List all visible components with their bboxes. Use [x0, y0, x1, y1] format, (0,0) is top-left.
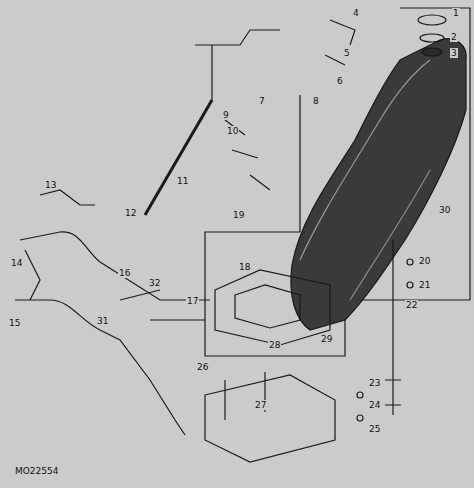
bracket-parts — [325, 20, 355, 65]
callout-number: 16 — [118, 268, 131, 278]
bolt — [385, 240, 401, 415]
callout-number: 4 — [352, 8, 360, 18]
rod-linkage — [195, 30, 280, 45]
filler-neck — [422, 48, 442, 56]
callout-number: 14 — [10, 258, 23, 268]
sump — [235, 285, 300, 328]
callout-number: 3 — [450, 48, 458, 58]
callout-number: 26 — [196, 362, 209, 372]
callout-number: 12 — [124, 208, 137, 218]
gasket — [420, 34, 444, 42]
fuel-line — [120, 290, 205, 320]
callout-number: 7 — [258, 96, 266, 106]
fuel-tank-highlight — [300, 60, 430, 260]
callout-number: 32 — [148, 278, 161, 288]
washer — [357, 415, 363, 421]
callout-number: 9 — [222, 110, 230, 120]
callout-number: 24 — [368, 400, 381, 410]
clamp — [225, 120, 270, 190]
callout-number: 13 — [44, 180, 57, 190]
callout-number: 21 — [418, 280, 431, 290]
fuel-tank — [291, 39, 466, 330]
callout-number: 1 — [452, 8, 460, 18]
callout-number: 23 — [368, 378, 381, 388]
callout-number: 2 — [450, 32, 458, 42]
callout-number: 10 — [226, 126, 239, 136]
callout-number: 25 — [368, 424, 381, 434]
fuel-cap — [418, 15, 446, 25]
control-rod — [145, 100, 212, 215]
figure-id: MO22554 — [14, 466, 59, 476]
fuel-line — [20, 232, 210, 300]
callout-number: 6 — [336, 76, 344, 86]
callout-number: 27 — [254, 400, 267, 410]
callout-number: 5 — [343, 48, 351, 58]
callout-number: 31 — [96, 316, 109, 326]
bracket-strap — [225, 372, 265, 420]
callout-number: 20 — [418, 256, 431, 266]
callout-number: 19 — [232, 210, 245, 220]
callout-number: 28 — [268, 340, 281, 350]
rod-linkage — [211, 45, 212, 100]
callout-number: 18 — [238, 262, 251, 272]
nut — [357, 392, 363, 398]
fuel-filter — [40, 190, 95, 205]
callout-number: 29 — [320, 334, 333, 344]
nut — [407, 259, 413, 265]
callout-number: 15 — [8, 318, 21, 328]
callout-number: 17 — [186, 296, 199, 306]
washer — [407, 282, 413, 288]
callout-number: 8 — [312, 96, 320, 106]
tank-base — [215, 270, 330, 345]
hose-clamp — [25, 250, 40, 300]
callout-number: 11 — [176, 176, 189, 186]
callout-number: 22 — [405, 300, 418, 310]
callout-number: 30 — [438, 205, 451, 215]
